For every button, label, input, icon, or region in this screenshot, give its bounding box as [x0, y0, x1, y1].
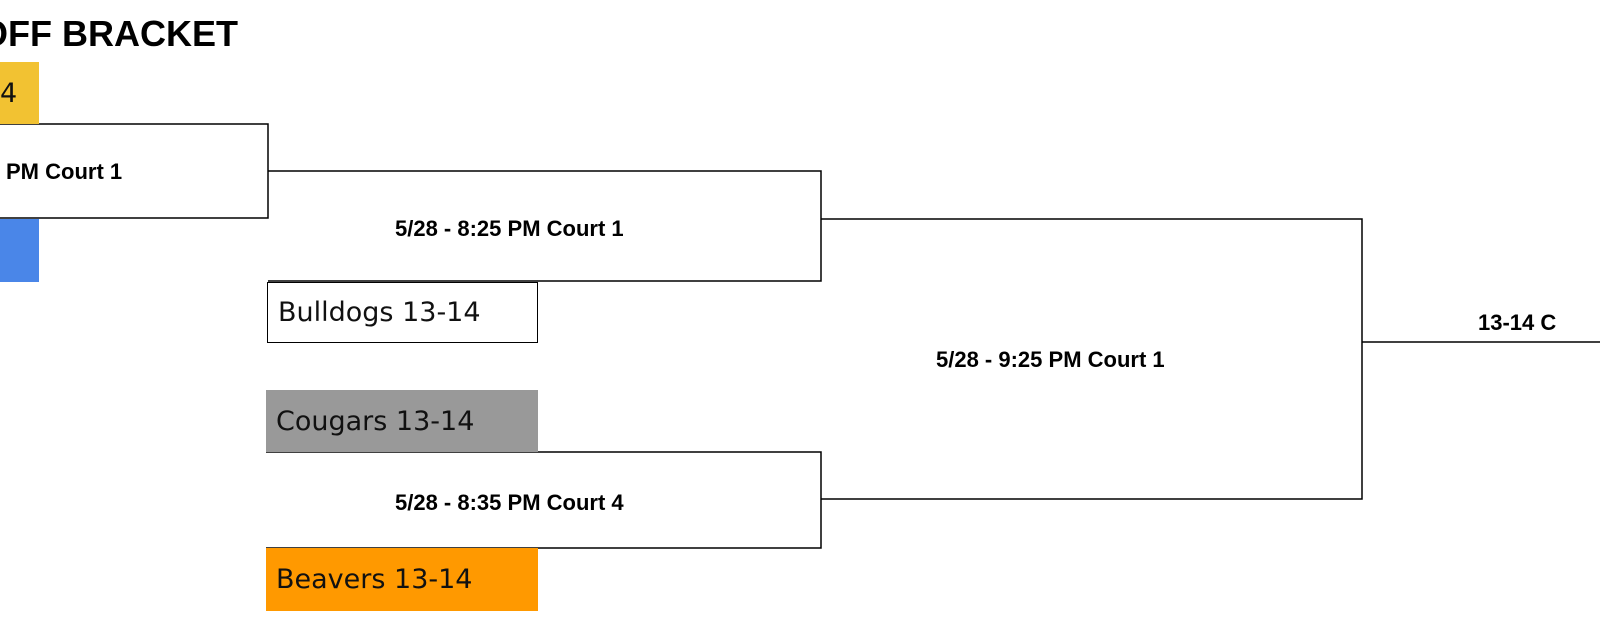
bracket-line-semi-bottom — [266, 451, 822, 549]
champion-label: 13-14 C — [1478, 310, 1557, 335]
team-bulldogs-label: Bulldogs 13-14 — [278, 297, 481, 328]
game-label-semi-bottom: 5/28 - 8:35 PM Court 4 — [395, 490, 624, 515]
game-label-final: 5/28 - 9:25 PM Court 1 — [936, 347, 1165, 372]
game-label-semi-top: 5/28 - 8:25 PM Court 1 — [395, 216, 624, 241]
bracket-line-final — [821, 218, 1363, 500]
team-blue-swatch — [0, 219, 39, 282]
team-top-seed-label: 4 — [0, 77, 18, 109]
bracket-line-semi-top — [268, 170, 822, 282]
bracket-title: OFF BRACKET — [0, 13, 238, 54]
team-cougars-label: Cougars 13-14 — [276, 405, 475, 437]
team-top-seed: 4 — [0, 62, 39, 124]
team-beavers-label: Beavers 13-14 — [276, 564, 473, 595]
team-cougars: Cougars 13-14 — [266, 390, 538, 452]
game-label-top-left: PM Court 1 — [6, 159, 123, 184]
team-bulldogs: Bulldogs 13-14 — [267, 282, 538, 343]
team-beavers: Beavers 13-14 — [266, 548, 538, 611]
